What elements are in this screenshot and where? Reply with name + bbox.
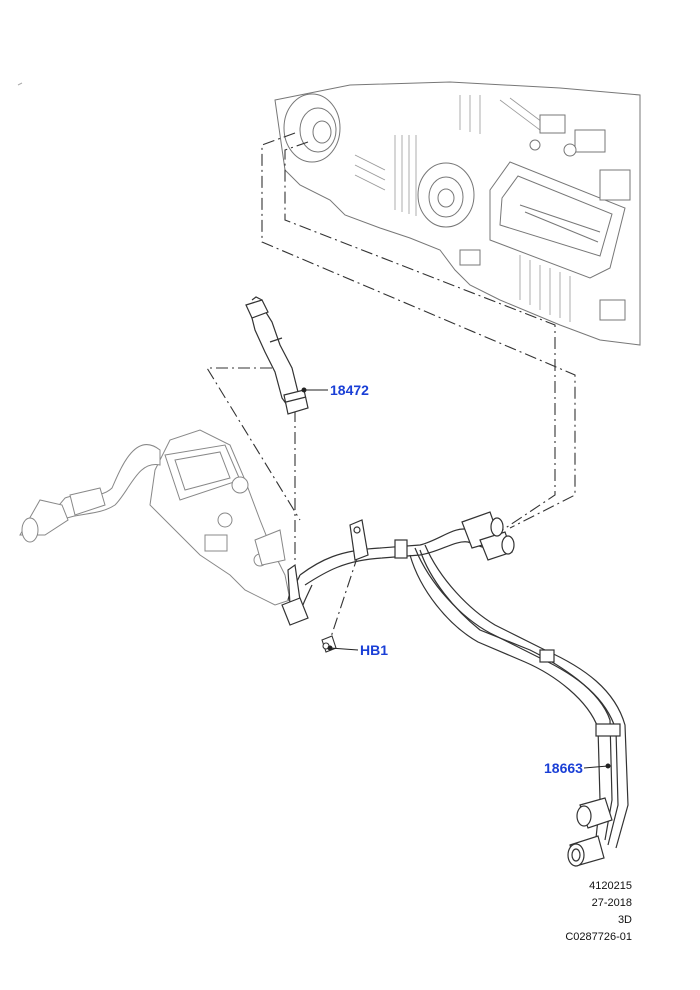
reference-code: C0287726-01 bbox=[565, 931, 632, 943]
reference-date: 27-2018 bbox=[591, 897, 632, 909]
hose-18472 bbox=[245, 296, 309, 415]
connection-lines bbox=[206, 132, 576, 641]
reference-view: 3D bbox=[617, 914, 632, 926]
leader-lines bbox=[301, 387, 611, 769]
corner-mark bbox=[17, 82, 23, 86]
reference-number: 4120215 bbox=[589, 880, 632, 892]
callout-hb1[interactable]: HB1 bbox=[360, 642, 389, 658]
callout-18663[interactable]: 18663 bbox=[544, 760, 583, 776]
diagram-reference: 4120215 27-2018 3D C0287726-01 bbox=[565, 878, 632, 946]
callout-18472[interactable]: 18472 bbox=[330, 382, 369, 398]
engine-assembly bbox=[19, 429, 291, 606]
hvac-unit bbox=[274, 81, 641, 346]
hose-18663 bbox=[281, 511, 629, 867]
